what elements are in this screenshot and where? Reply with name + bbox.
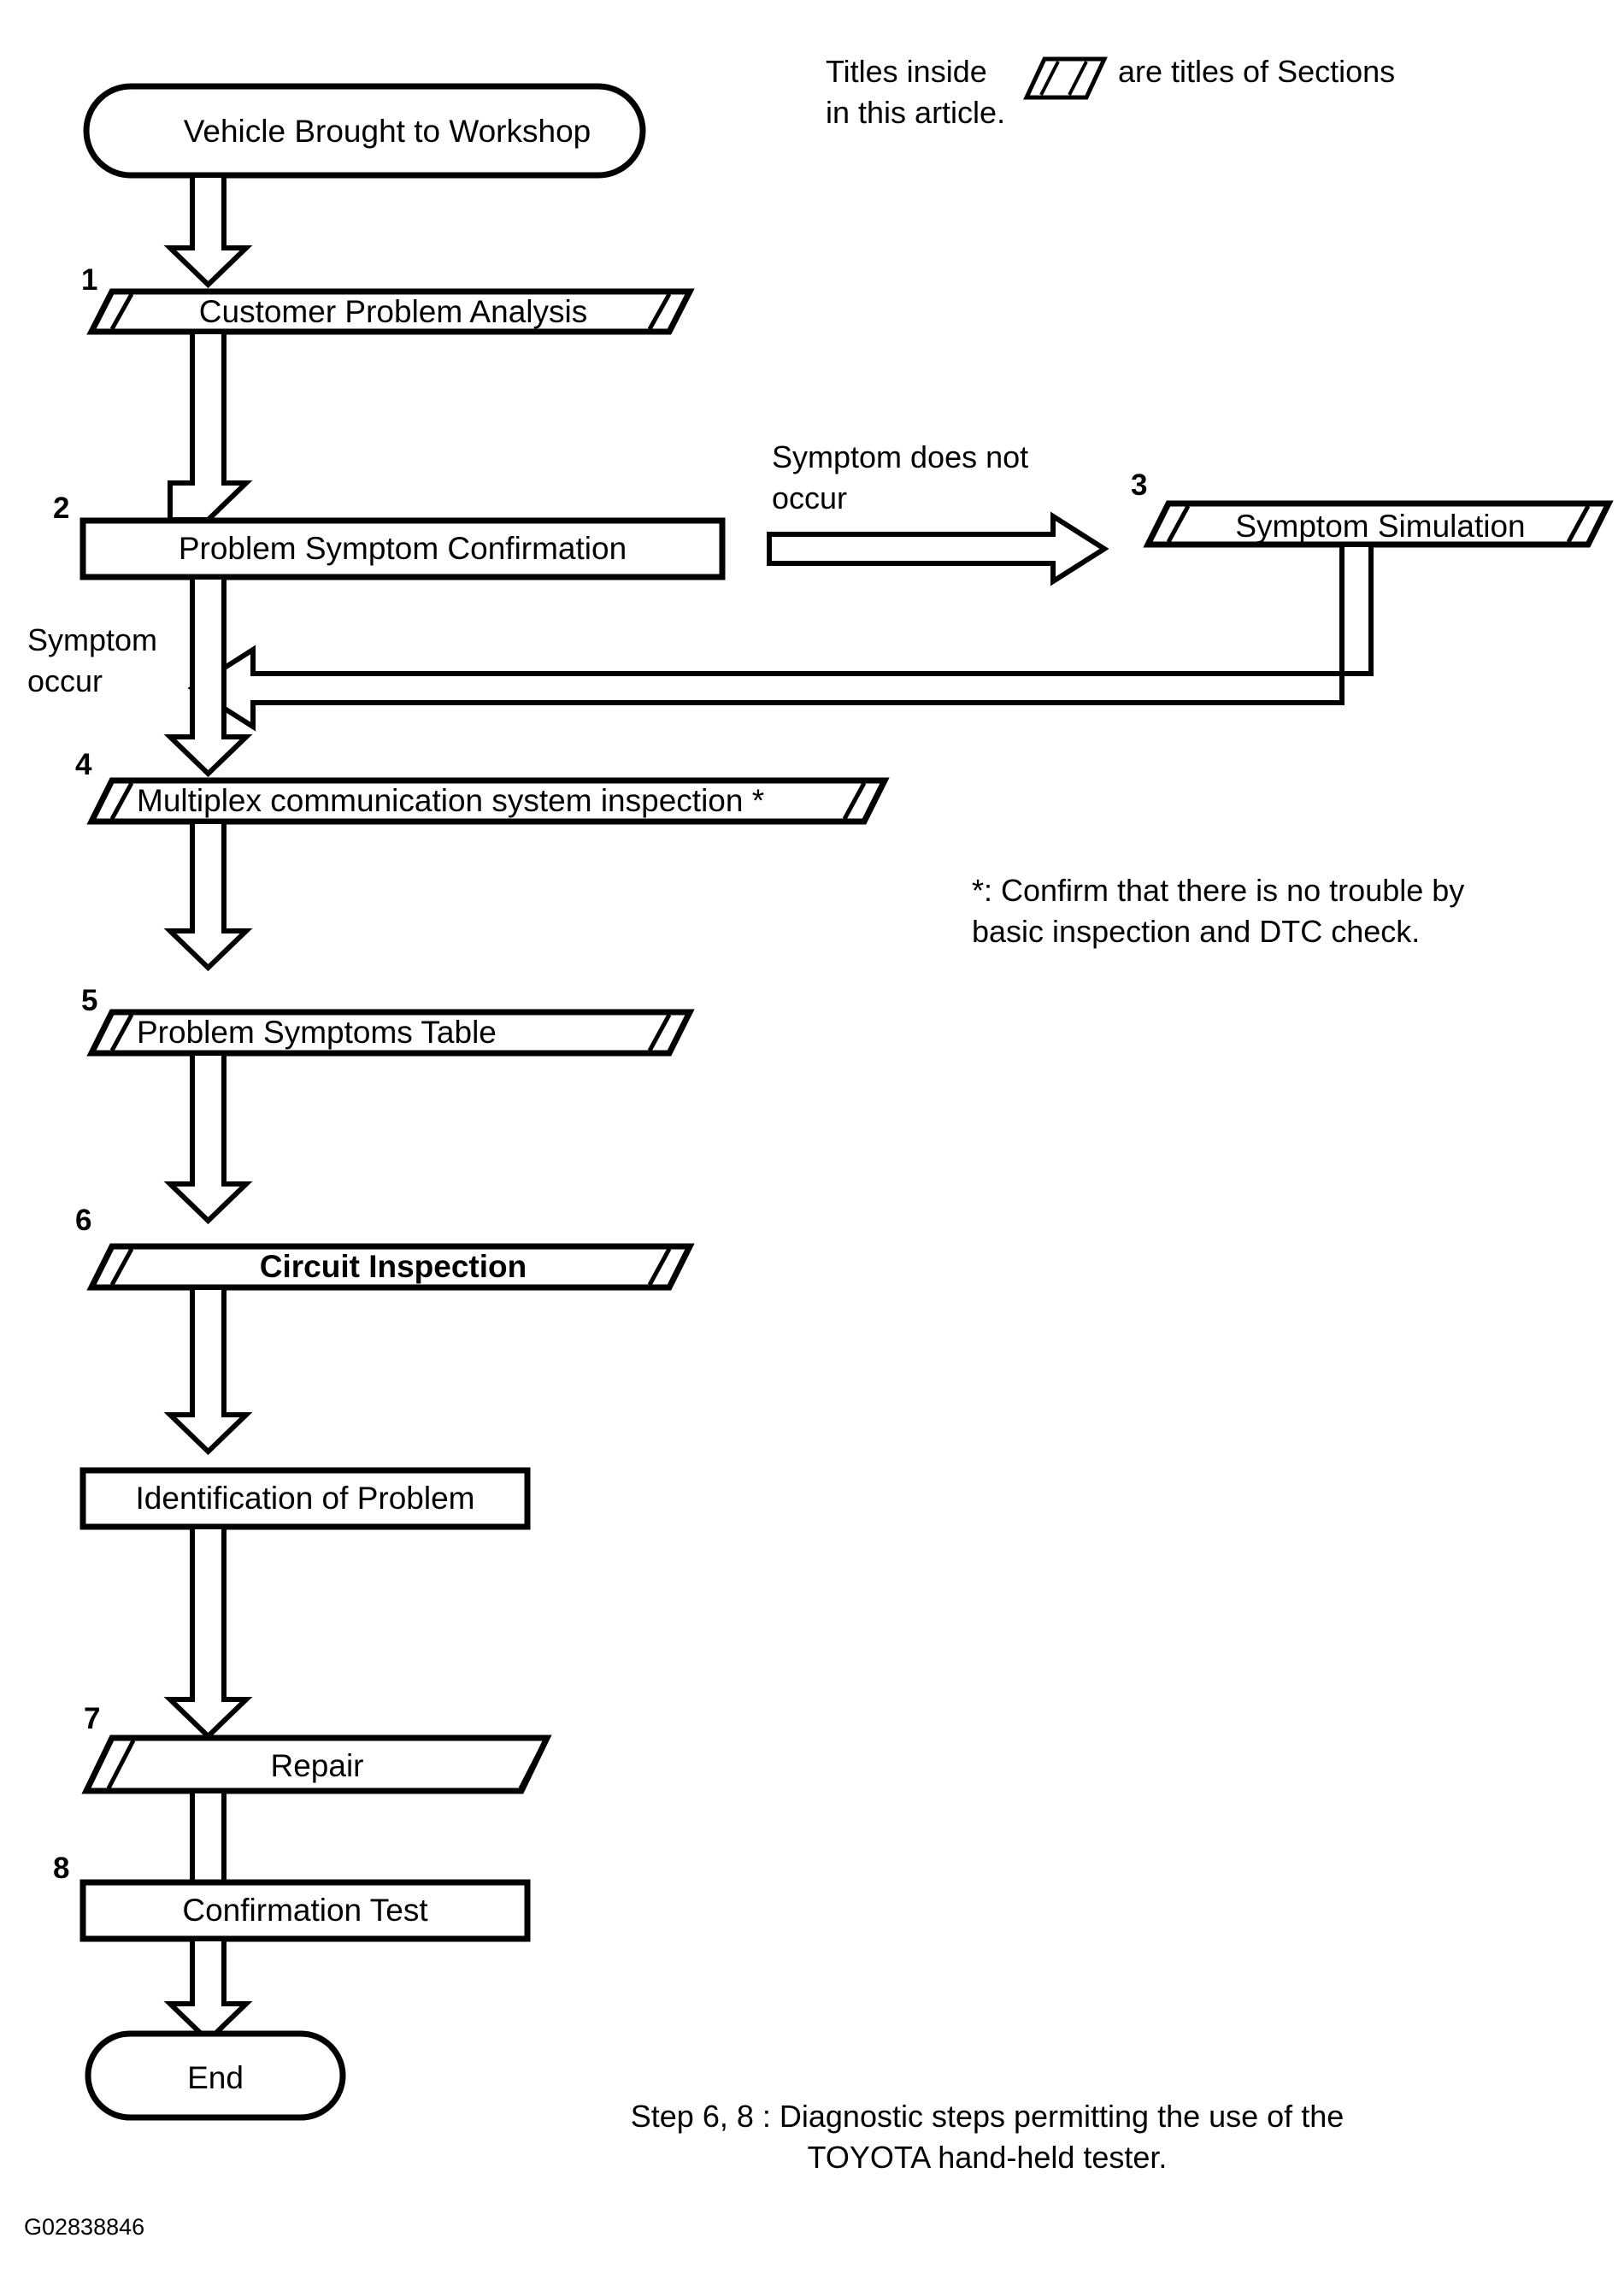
start-terminator-shape [83, 83, 646, 179]
step6-right-slash [647, 1247, 672, 1287]
step3-right-slash [1566, 504, 1591, 544]
step4-label: Multiplex communication system inspectio… [137, 783, 765, 818]
step-number-5: 5 [81, 984, 98, 1017]
identification-label: Identification of Problem [135, 1481, 475, 1516]
step-number-2: 2 [53, 492, 70, 525]
legend-icon-left-slash [1039, 61, 1060, 96]
step-number-6: 6 [75, 1204, 92, 1237]
branch-label-symptom-does-not-occur-line1: Symptom does not [772, 439, 1029, 474]
step5-left-slash [109, 1013, 134, 1052]
arrow-confirmation-to-end [163, 1936, 253, 2045]
caption-line1: Step 6, 8 : Diagnostic steps permitting … [630, 2099, 1345, 2134]
step-number-4: 4 [75, 748, 92, 781]
step7-right-slash [518, 1739, 548, 1790]
step4-shape [86, 777, 890, 825]
branch-label-symptom-does-not-occur-line2: occur [772, 480, 848, 515]
step2-label: Problem Symptom Confirmation [178, 531, 627, 566]
arrow-step1-to-step2 [168, 329, 253, 522]
step5-right-slash [647, 1013, 672, 1052]
legend-line2: in this article. [826, 95, 1006, 130]
arrow-step5-to-step6 [163, 1051, 253, 1225]
step6-shape [86, 1243, 695, 1291]
end-terminator-shape [85, 2030, 346, 2121]
step8-label: Confirmation Test [182, 1893, 428, 1928]
step5-label: Problem Symptoms Table [137, 1015, 497, 1050]
legend-line1-after: are titles of Sections [1118, 54, 1396, 89]
step4-right-slash [842, 781, 867, 821]
asterisk-note-line2: basic inspection and DTC check. [972, 914, 1421, 949]
step-number-7: 7 [84, 1702, 101, 1735]
step1-right-slash [647, 292, 672, 331]
step2-shape [79, 517, 726, 580]
legend-line1-before: Titles inside [826, 54, 987, 89]
step3-left-slash [1166, 504, 1191, 544]
end-terminator-label: End [187, 2060, 244, 2095]
asterisk-note-line1: *: Confirm that there is no trouble by [972, 873, 1465, 908]
step8-shape [79, 1879, 531, 1942]
arrow-step6-to-identification [163, 1285, 253, 1456]
arrow-step4-to-step5 [163, 819, 253, 972]
step1-label: Customer Problem Analysis [198, 294, 588, 329]
figure-id: G02838846 [24, 2214, 145, 2240]
step6-left-slash [109, 1247, 134, 1287]
step1-shape [86, 288, 695, 335]
start-terminator-label: Vehicle Brought to Workshop [183, 114, 591, 149]
step7-shape [81, 1734, 552, 1794]
arrow-start-to-step1 [163, 173, 253, 289]
branch-label-symptom-occur-line1: Symptom [27, 622, 158, 657]
step3-label: Symptom Simulation [1235, 509, 1526, 544]
step-number-8: 8 [53, 1852, 70, 1885]
step-number-1: 1 [81, 263, 98, 297]
branch-label-symptom-occur-line2: occur [27, 663, 103, 698]
step-number-3: 3 [1131, 468, 1148, 502]
arrow-symptom-does-not-occur [767, 511, 1109, 586]
step5-shape [86, 1009, 695, 1057]
identification-shape [79, 1467, 531, 1530]
step7-label: Repair [270, 1748, 364, 1783]
arrow-step2-to-step4 [163, 574, 253, 778]
step3-shape [1143, 500, 1614, 548]
step4-left-slash [109, 781, 134, 821]
caption-line2: TOYOTA hand-held tester. [807, 2140, 1168, 2175]
step6-label: Circuit Inspection [259, 1249, 527, 1284]
step1-left-slash [109, 292, 134, 331]
step7-left-slash [106, 1739, 136, 1790]
arrow-identification-to-repair [163, 1524, 253, 1740]
legend-parallelogram-icon [1023, 56, 1108, 100]
legend-icon-right-slash [1068, 61, 1088, 96]
